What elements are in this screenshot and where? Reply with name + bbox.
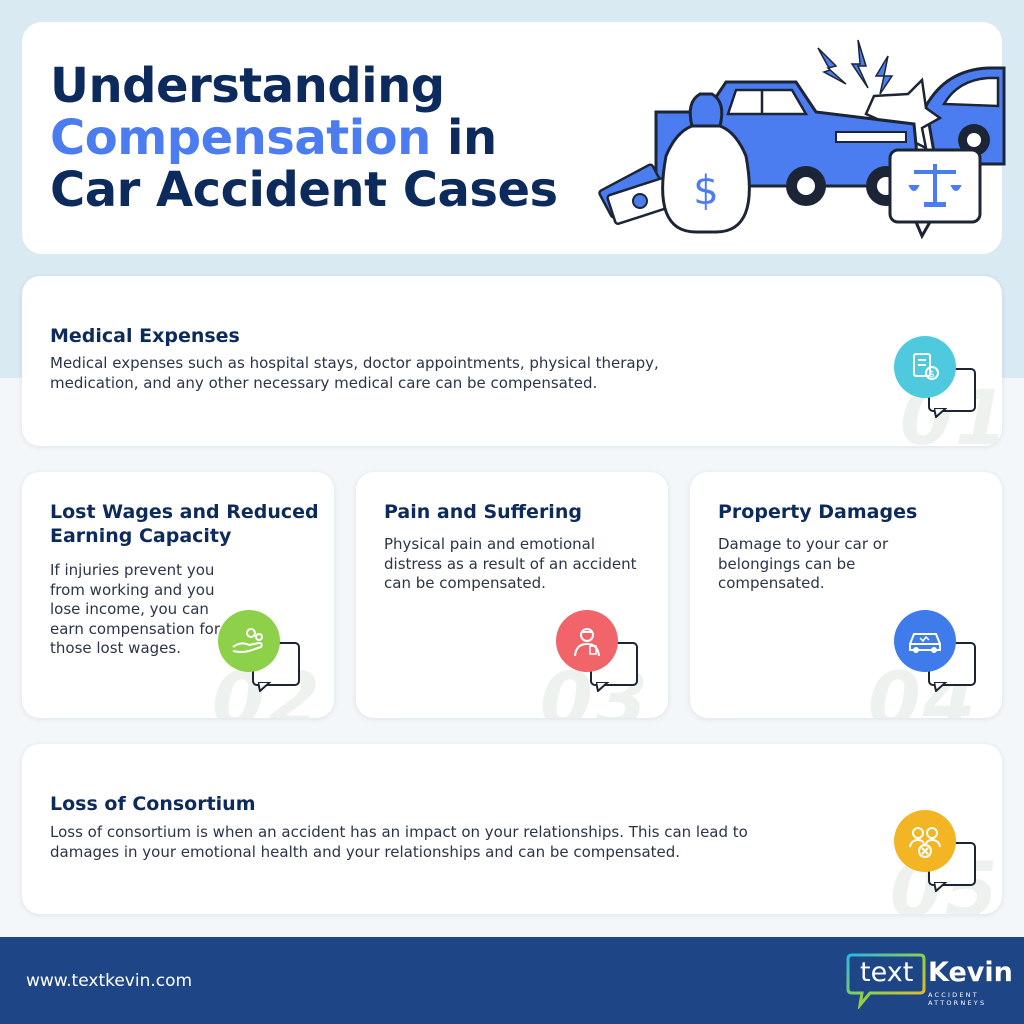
title-after-accent: in: [430, 110, 497, 166]
card-title: Loss of Consortium: [50, 793, 256, 815]
card-body: Loss of consortium is when an accident h…: [50, 823, 748, 861]
card-lost-wages: 02 Lost Wages and Reduced Earning Capaci…: [22, 472, 334, 718]
lightning-icon: [817, 39, 894, 95]
card-body: Damage to your car or belongings can be …: [718, 535, 889, 592]
card-medical-expenses: 01 Medical Expenses Medical expenses suc…: [22, 276, 1002, 446]
scales-of-justice-icon: [888, 148, 982, 240]
cash-icon: [598, 163, 674, 226]
card-property-damages: 04 Property Damages Damage to your car o…: [690, 472, 1002, 718]
logo-word-kevin: Kevin: [928, 957, 1013, 988]
second-car-icon: [924, 66, 1006, 166]
card-body: If injuries prevent you from working and…: [50, 561, 221, 657]
injured-person-icon: [556, 610, 618, 672]
footer-bar: [0, 937, 1024, 1024]
medical-bill-icon: $: [894, 336, 956, 398]
car-crash-illustration: $: [598, 39, 1006, 240]
page-title: Understanding Compensation in Car Accide…: [50, 60, 558, 216]
card-title: Property Damages: [718, 501, 918, 523]
money-bag-icon: $: [661, 92, 751, 234]
title-line-3: Car Accident Cases: [50, 162, 558, 218]
card-loss-of-consortium: 05 Loss of Consortium Loss of consortium…: [22, 744, 1002, 914]
card-icon-group: [894, 610, 984, 692]
title-line-1: Understanding: [50, 58, 445, 114]
card-title: Lost Wages and Reduced Earning Capacity: [50, 501, 319, 547]
svg-text:$: $: [929, 370, 935, 380]
card-title: Medical Expenses: [50, 325, 240, 347]
title-accent: Compensation: [50, 110, 431, 166]
card-icon-group: $: [894, 336, 984, 418]
card-body: Physical pain and emotional distress as …: [384, 535, 637, 592]
damaged-car-icon: [894, 610, 956, 672]
svg-text:$: $: [693, 168, 718, 214]
broken-relationship-icon: [894, 810, 956, 872]
hand-coins-icon: [218, 610, 280, 672]
website-link[interactable]: www.textkevin.com: [26, 971, 193, 991]
logo-bubble-icon: [846, 953, 926, 1009]
card-icon-group: [556, 610, 646, 692]
textkevin-logo: text Kevin ACCIDENT ATTORNEYS: [846, 951, 1013, 1009]
logo-tagline: ACCIDENT ATTORNEYS: [928, 991, 987, 1007]
logo-word-text: text: [860, 957, 914, 988]
card-icon-group: [218, 610, 308, 692]
card-icon-group: [894, 810, 984, 892]
card-title: Pain and Suffering: [384, 501, 582, 523]
card-body: Medical expenses such as hospital stays,…: [50, 354, 659, 392]
card-pain-suffering: 03 Pain and Suffering Physical pain and …: [356, 472, 668, 718]
